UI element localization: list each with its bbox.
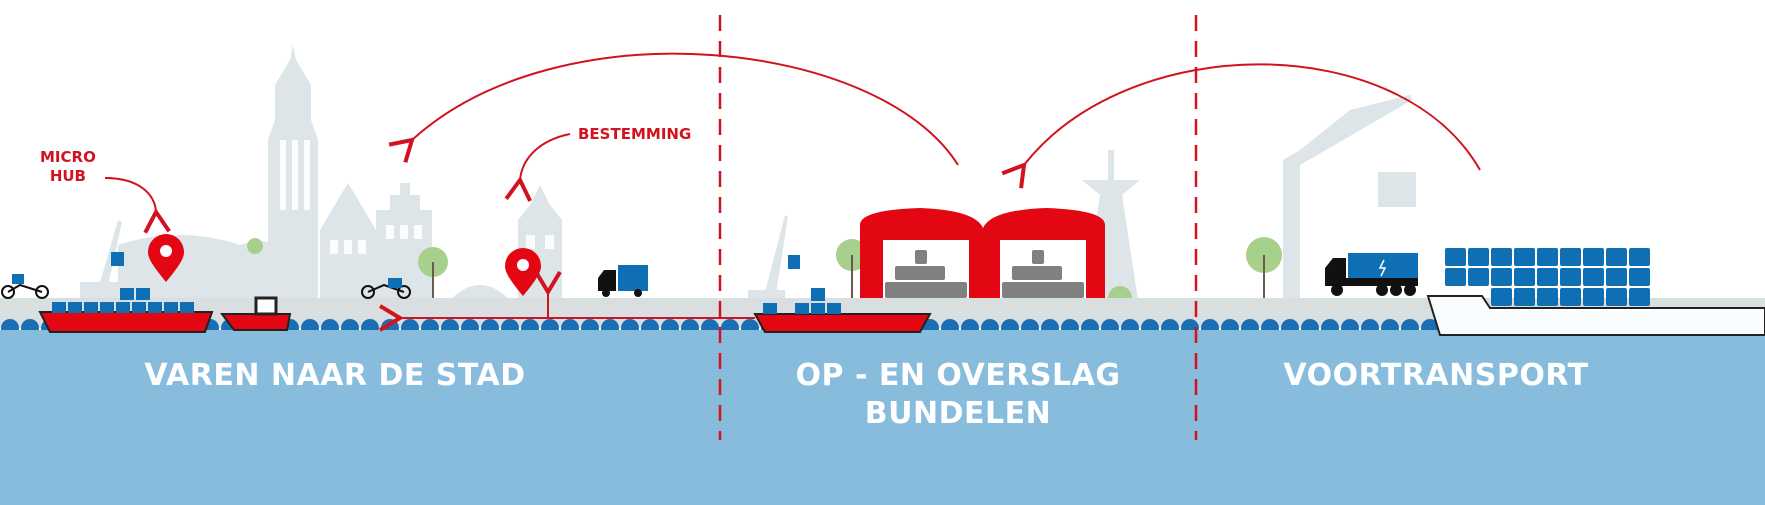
container [1514,268,1535,286]
cargo-bike-icon [1,274,411,299]
cargo-barge [753,255,932,333]
section-label-pre-transport: VOORTRANSPORT [1196,357,1676,395]
container [1583,288,1604,306]
water [0,330,1765,505]
container [1583,268,1604,286]
container [1491,268,1512,286]
cargo-barge [38,252,214,333]
container [1606,268,1627,286]
electric-truck-icon [598,253,1418,297]
micro-hub-line: MICRO [40,148,96,166]
container [1537,288,1558,306]
container [1606,288,1627,306]
warehouse-icon [860,208,1105,300]
section-label-transshipment: OP - EN OVERSLAG BUNDELEN [720,357,1196,433]
container [1491,288,1512,306]
container [1583,248,1604,266]
section-line: BUNDELEN [864,396,1052,431]
micro-hub-label: MICRO HUB [40,148,96,186]
flow-arrow [388,52,959,166]
section-label-city: VAREN NAAR DE STAD [0,357,670,395]
electric-boat [220,296,292,331]
container [1629,288,1650,306]
flow-arrow [1001,63,1481,189]
container [1514,248,1535,266]
micro-hub-line: HUB [49,167,86,185]
container [1514,288,1535,306]
container-ship-icon [1426,248,1765,336]
container [1491,248,1512,266]
container [1560,288,1581,306]
section-line: VOORTRANSPORT [1283,358,1589,393]
section-line: VAREN NAAR DE STAD [144,358,526,393]
destination-label: BESTEMMING [578,125,692,143]
container [1629,268,1650,286]
container [1560,268,1581,286]
container [1606,248,1627,266]
container [1537,268,1558,286]
container [1537,248,1558,266]
container [1445,268,1466,286]
container [1468,248,1489,266]
container [1468,268,1489,286]
location-pin-icon [148,234,541,296]
container [1560,248,1581,266]
section-line: OP - EN OVERSLAG [795,358,1121,393]
container [1629,248,1650,266]
container [1445,248,1466,266]
